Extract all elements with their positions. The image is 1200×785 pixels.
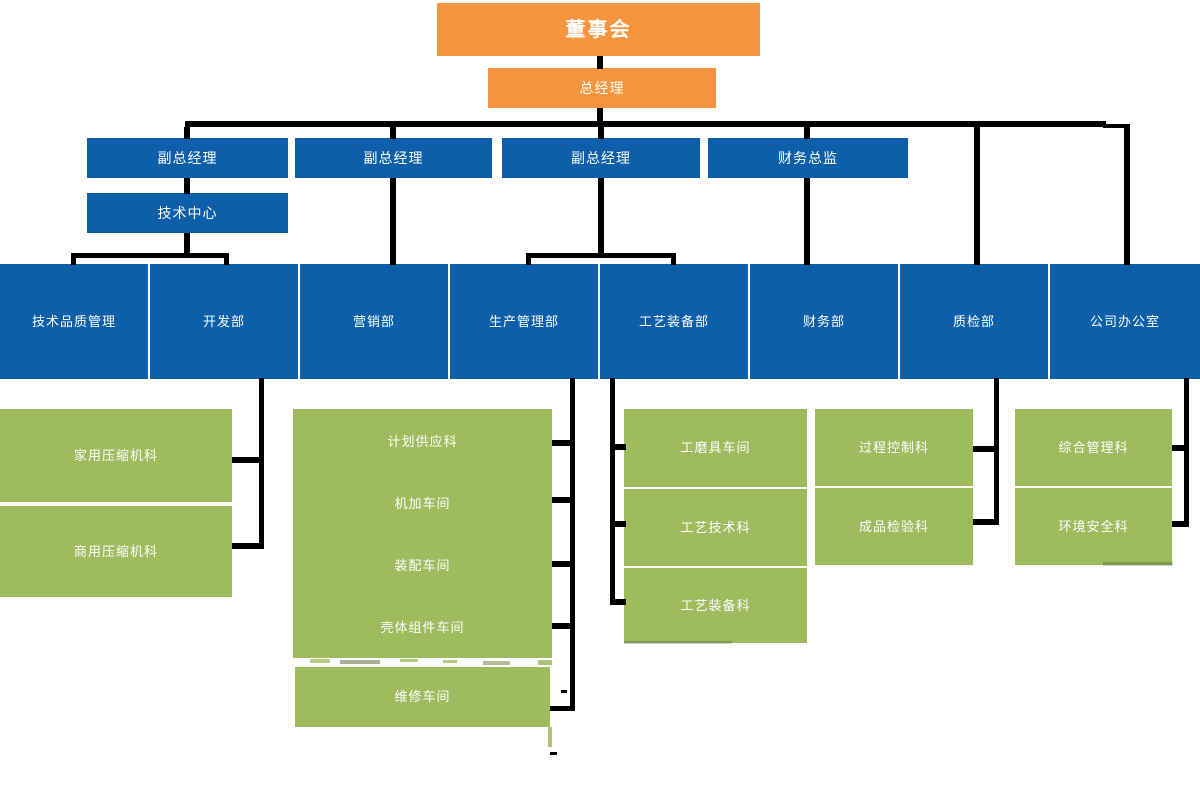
connector-stub-environment-safety: [1172, 521, 1187, 527]
node-process-tech-section: 工艺技术科: [624, 489, 807, 566]
connector-bracket-mid-stub1: [526, 253, 531, 265]
connector-drop-office-dept: [1124, 128, 1130, 265]
connector-drop-vgm2: [390, 127, 396, 139]
connector-vgm1-techcenter: [184, 178, 190, 194]
node-tech-center: 技术中心: [87, 193, 288, 233]
node-dept-finance: 财务部: [750, 264, 898, 379]
connector-stub-repair: [550, 706, 575, 711]
artifact-dash: [443, 660, 457, 663]
node-assembly-shop: 装配车间: [394, 558, 451, 574]
artifact-dash: [550, 752, 557, 755]
connector-stub-assembly: [552, 561, 570, 567]
connector-bracket-mid-stub2: [671, 253, 676, 265]
artifact-dash: [483, 661, 510, 665]
node-home-compressor: 家用压缩机科: [0, 409, 232, 502]
node-general-admin-section: 综合管理科: [1015, 409, 1172, 486]
connector-tooling-downline: [610, 378, 615, 605]
node-commercial-compressor: 商用压缩机科: [0, 506, 232, 597]
node-dept-production-mgmt: 生产管理部: [450, 264, 598, 379]
node-dept-company-office: 公司办公室: [1050, 264, 1200, 379]
node-finance-director: 财务总监: [708, 138, 908, 178]
node-shell-components-shop: 壳体组件车间: [380, 620, 465, 636]
connector-stub-home-compressor: [232, 457, 262, 463]
connector-vgm2-marketing: [390, 178, 396, 265]
node-group-production-children: 计划供应科 机加车间 装配车间 壳体组件车间: [293, 409, 552, 658]
artifact-edge-shadow: [624, 641, 732, 644]
connector-drop-vgm1: [184, 127, 190, 139]
connector-stub-process-control: [973, 446, 997, 452]
connector-stub-commercial-compressor: [232, 543, 262, 549]
artifact-sliver: [548, 727, 552, 747]
connector-stub-finished-goods: [973, 519, 997, 525]
node-repair-shop: 维修车间: [295, 667, 550, 727]
artifact-dash: [310, 659, 330, 663]
connector-cfo-finance: [804, 178, 810, 265]
connector-drop-inspection-dept: [974, 127, 980, 265]
node-general-manager: 总经理: [488, 68, 716, 108]
artifact-dash: [400, 659, 418, 662]
node-dept-tooling: 工艺装备部: [600, 264, 748, 379]
connector-techcenter-bracket: [184, 233, 190, 254]
connector-office-downline: [1184, 378, 1189, 527]
connector-bracket-left-stub2: [224, 253, 229, 265]
artifact-edge-shadow: [1103, 562, 1173, 566]
connector-stub-process-equipment: [610, 599, 626, 605]
connector-drop-vgm3: [598, 127, 604, 139]
artifact-tick: [561, 690, 567, 693]
connector-main-horizontal-jog: [1103, 124, 1130, 128]
node-dept-quality-inspection: 质检部: [900, 264, 1048, 379]
node-finished-goods-inspection: 成品检验科: [815, 488, 973, 565]
node-dept-development: 开发部: [150, 264, 298, 379]
connector-stub-general-admin: [1172, 445, 1187, 451]
connector-vgm3-bracket: [598, 178, 604, 254]
connector-stub-process-tech: [610, 521, 626, 527]
node-environment-safety-section: 环境安全科: [1015, 488, 1172, 565]
node-dept-marketing: 营销部: [300, 264, 448, 379]
connector-main-horizontal: [185, 121, 1106, 127]
node-process-equipment-section: 工艺装备科: [624, 568, 807, 643]
connector-bracket-left-stub1: [71, 253, 76, 265]
node-dept-tech-quality: 技术品质管理: [0, 264, 148, 379]
node-mold-tool-shop: 工磨具车间: [624, 409, 807, 487]
connector-bracket-left-h: [71, 253, 229, 258]
connector-production-downline: [570, 378, 575, 711]
connector-bracket-mid-h: [526, 253, 676, 258]
connector-development-downline: [259, 378, 264, 549]
node-process-control-section: 过程控制科: [815, 409, 973, 486]
connector-drop-cfo: [804, 127, 810, 139]
node-vice-gm-3: 副总经理: [502, 138, 700, 178]
artifact-dash: [340, 660, 380, 664]
node-machining-shop: 机加车间: [394, 495, 451, 511]
node-board: 董事会: [437, 3, 760, 56]
node-vice-gm-1: 副总经理: [87, 138, 288, 178]
connector-stub-shell-components: [552, 623, 570, 629]
node-planning-supply: 计划供应科: [387, 433, 458, 449]
connector-board-gm: [597, 56, 603, 69]
node-vice-gm-2: 副总经理: [295, 138, 492, 178]
artifact-dash: [538, 660, 552, 665]
connector-stub-mold-tool: [610, 444, 626, 450]
connector-stub-machining: [552, 497, 570, 503]
connector-stub-planning-supply: [552, 440, 570, 446]
connector-gm-drop: [597, 108, 603, 122]
